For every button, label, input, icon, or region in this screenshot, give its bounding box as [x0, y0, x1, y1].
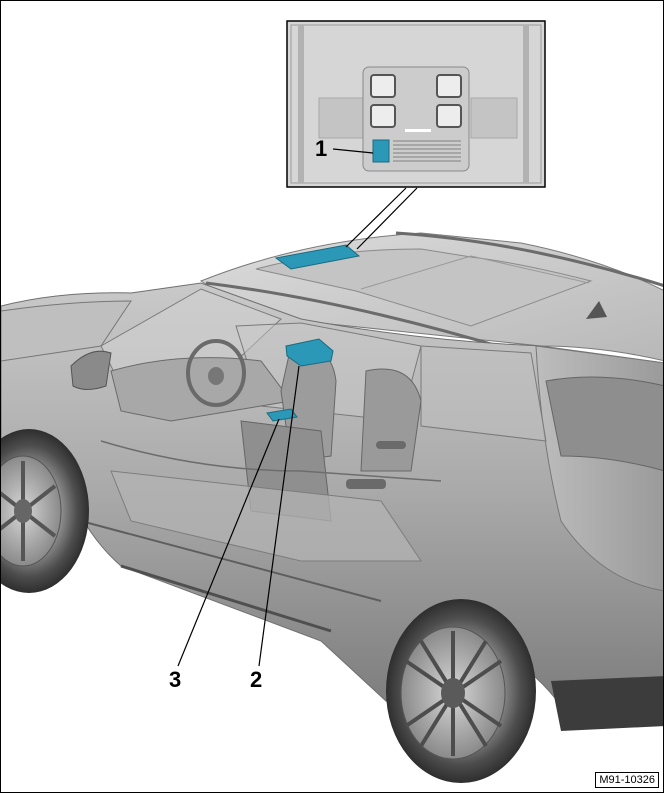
inset-button-tl: [370, 74, 396, 98]
door-handle-rear: [376, 441, 406, 449]
inset-button-tr: [436, 74, 462, 98]
detail-inset: [286, 20, 546, 188]
rear-wheel: [386, 599, 536, 783]
antenna: [586, 301, 607, 319]
leader-line-3: [177, 418, 280, 667]
door-handle-front: [346, 479, 386, 489]
floor: [110, 470, 422, 562]
leader-line-1: [332, 148, 374, 154]
callout-1: 1: [315, 136, 328, 161]
inset-highlight-module: [372, 139, 390, 163]
side-mirror: [70, 350, 112, 390]
highlight-module-3: [266, 408, 298, 422]
reference-code: M91-10326: [595, 772, 659, 788]
roof-rail: [205, 281, 522, 355]
rear-bumper: [551, 676, 663, 731]
highlight-roof-module: [274, 244, 361, 270]
callout-2: 2: [250, 667, 263, 692]
inset-button-br: [436, 104, 462, 128]
callout-3: 3: [169, 667, 182, 692]
leader-line-2: [258, 365, 300, 667]
side-window-rear: [420, 345, 547, 442]
highlight-module-2: [285, 338, 334, 367]
steering-wheel: [186, 339, 246, 407]
hood: [1, 300, 132, 362]
front-wheel: [1, 429, 89, 593]
rear-window: [545, 376, 663, 471]
inset-button-bl: [370, 104, 396, 128]
leader-inset-to-roof: [345, 187, 418, 250]
rear-seat: [360, 368, 422, 472]
